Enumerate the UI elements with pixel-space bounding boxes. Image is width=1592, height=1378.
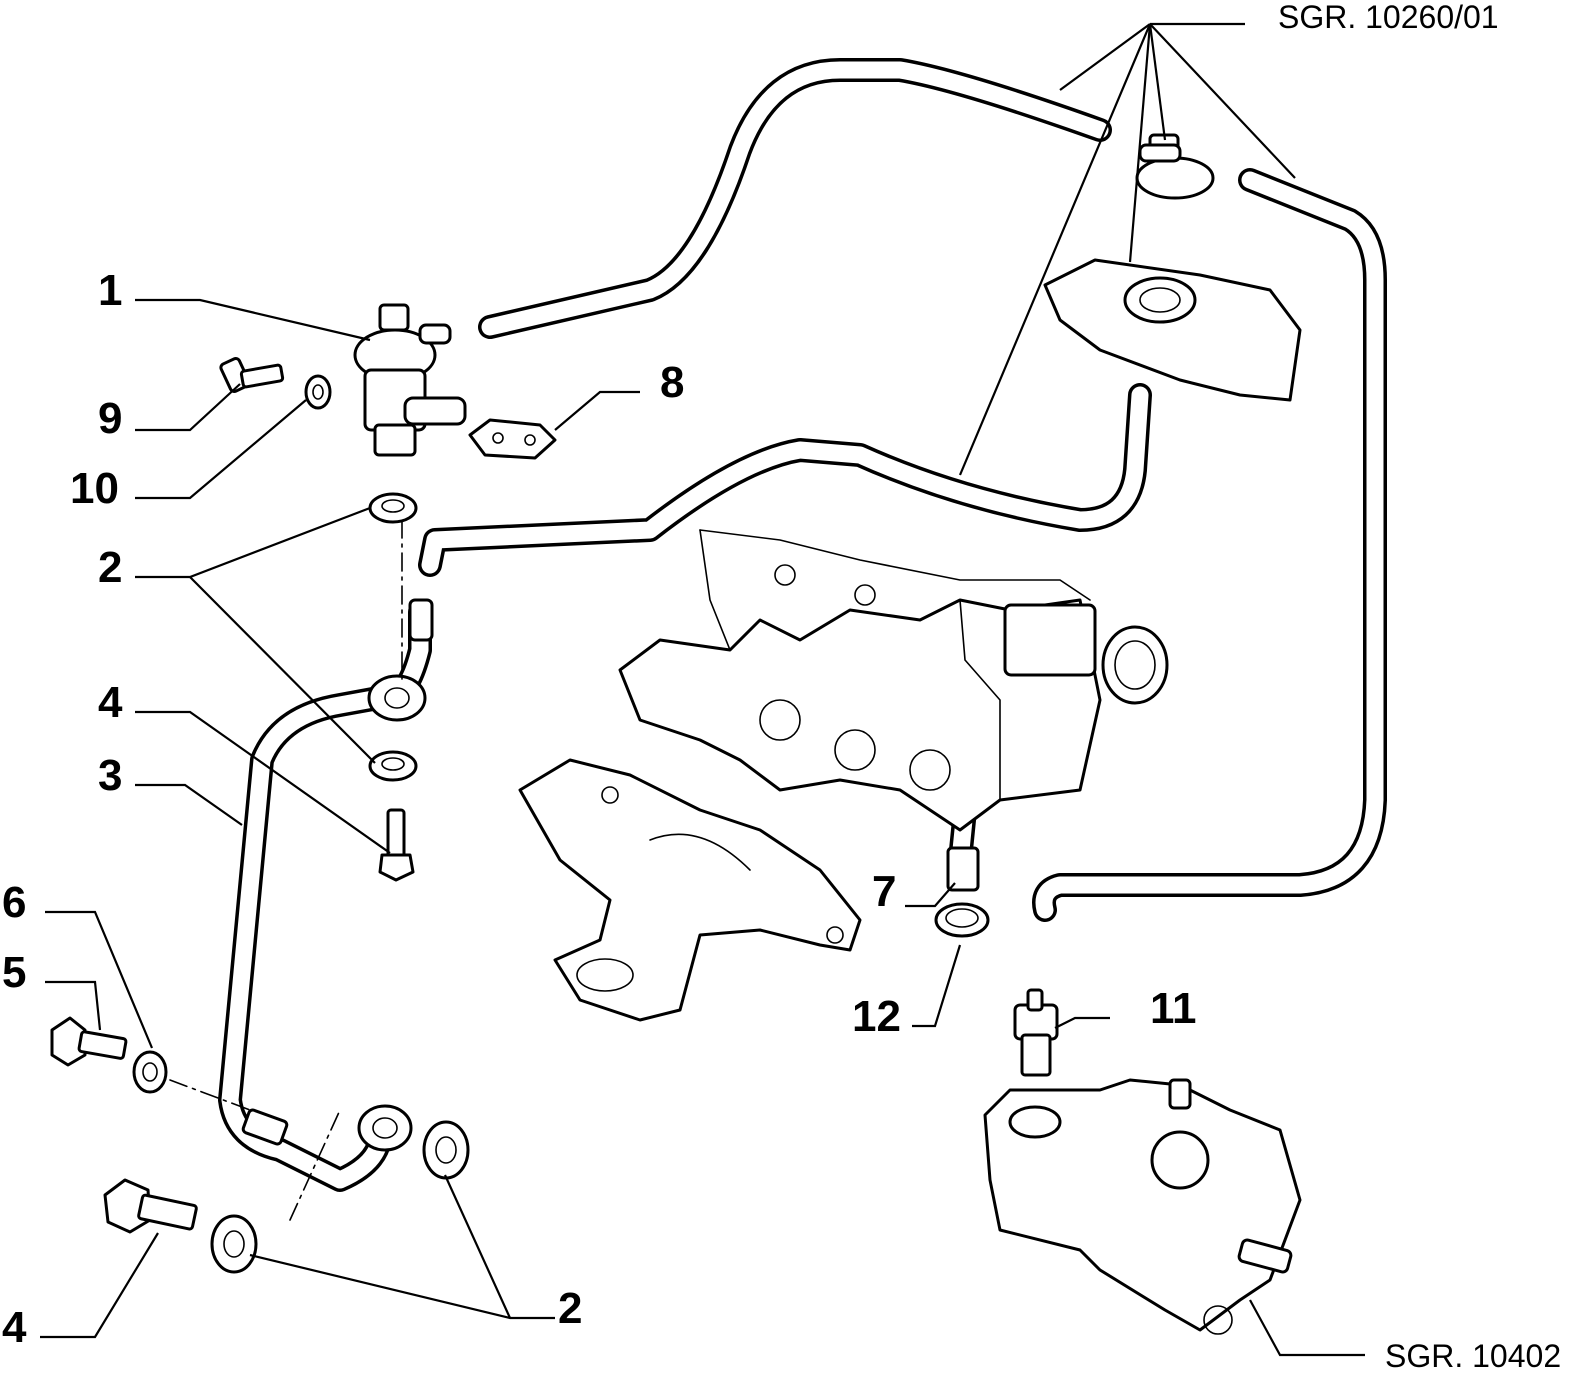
- callout-11: 11: [1150, 984, 1197, 1033]
- callout-6: 6: [2, 878, 26, 927]
- hose-clamp-12: [934, 902, 990, 938]
- reference-bottom: SGR. 10402: [1385, 1338, 1561, 1374]
- callout-5: 5: [2, 948, 26, 997]
- callout-1: 1: [98, 266, 122, 315]
- callout-3: 3: [98, 751, 122, 800]
- axis-lines: [169, 519, 403, 1221]
- banjo-bolt-4-lower: [103, 1178, 198, 1234]
- callout-4-upper: 4: [98, 678, 123, 727]
- banjo-bolt-4-upper: [378, 808, 415, 882]
- callout-2-upper: 2: [98, 543, 122, 592]
- callout-9: 9: [98, 394, 122, 443]
- callout-10: 10: [70, 464, 119, 513]
- washer-10: [304, 374, 332, 410]
- thermostat-housing: [983, 1078, 1302, 1335]
- bracket-plate: [1043, 258, 1302, 402]
- washer-2-lower-b: [210, 1214, 258, 1274]
- vacuum-valve-top: [1135, 133, 1215, 200]
- leader-lines: [40, 22, 1365, 1357]
- washer-2-upper-b: [368, 750, 418, 782]
- washer-2-upper-a: [368, 492, 418, 524]
- pipe-3: [218, 598, 434, 1192]
- hose-middle: [418, 383, 1152, 577]
- exhaust-manifold: [518, 758, 862, 1022]
- bolt-9: [219, 356, 285, 394]
- gasket-8: [468, 418, 557, 460]
- washer-6: [132, 1050, 168, 1094]
- hose-right-long: [1032, 168, 1387, 922]
- callout-12: 12: [852, 992, 901, 1041]
- callout-4-lower: 4: [2, 1303, 27, 1352]
- hose-upper-left: [478, 58, 1112, 339]
- washer-2-lower-a: [422, 1120, 470, 1180]
- bolt-5: [50, 1016, 128, 1067]
- intake-manifold: [618, 529, 1169, 832]
- callout-8: 8: [660, 358, 684, 407]
- reference-top: SGR. 10260/01: [1278, 0, 1499, 35]
- callout-2-lower: 2: [558, 1284, 582, 1333]
- valve-1: [353, 303, 467, 457]
- callout-7: 7: [872, 867, 896, 916]
- sensor-11: [1013, 988, 1059, 1077]
